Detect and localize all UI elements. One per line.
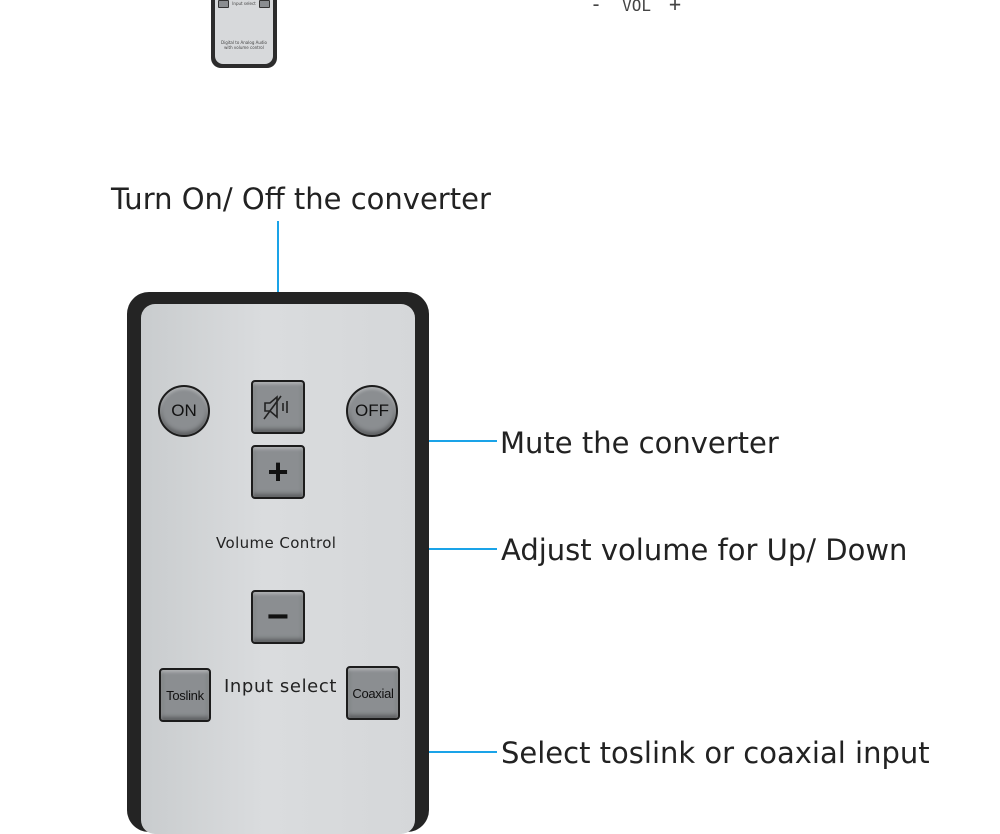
input-callout: Select toslink or coaxial input [501,736,930,770]
toslink-button[interactable]: Toslink [159,668,211,722]
volume-up-button[interactable]: + [251,445,305,499]
vol-text: VOL [622,0,651,15]
vol-minus-symbol: - [590,0,603,16]
mute-callout: Mute the converter [500,426,779,460]
off-button[interactable]: OFF [346,385,398,437]
mini-toslink-button [218,0,229,8]
mini-remote-image: Input select Digital to Analog Audio wit… [211,0,277,68]
remote-face: ON OFF + Volume Control − Toslink Input … [141,304,415,834]
mini-input-select-label: Input select [232,1,256,6]
mini-caption-line2: with volume control [224,45,264,50]
coaxial-button[interactable]: Coaxial [346,666,400,720]
mini-caption-line1: Digital to Analog Audio [221,40,267,45]
mute-button[interactable] [251,380,305,434]
vol-legend: - VOL + [590,0,681,18]
volume-down-button[interactable]: − [251,590,305,644]
power-callout: Turn On/ Off the converter [111,182,491,216]
vol-plus-symbol: + [669,0,682,16]
volume-callout: Adjust volume for Up/ Down [501,533,908,567]
speaker-mute-icon [263,395,288,420]
mini-coaxial-button [259,0,270,8]
mini-remote-face: Input select Digital to Analog Audio wit… [215,0,273,64]
on-button[interactable]: ON [158,385,210,437]
remote-control: ON OFF + Volume Control − Toslink Input … [127,292,429,834]
input-select-label: Input select [224,676,338,697]
volume-control-label: Volume Control [216,534,337,552]
